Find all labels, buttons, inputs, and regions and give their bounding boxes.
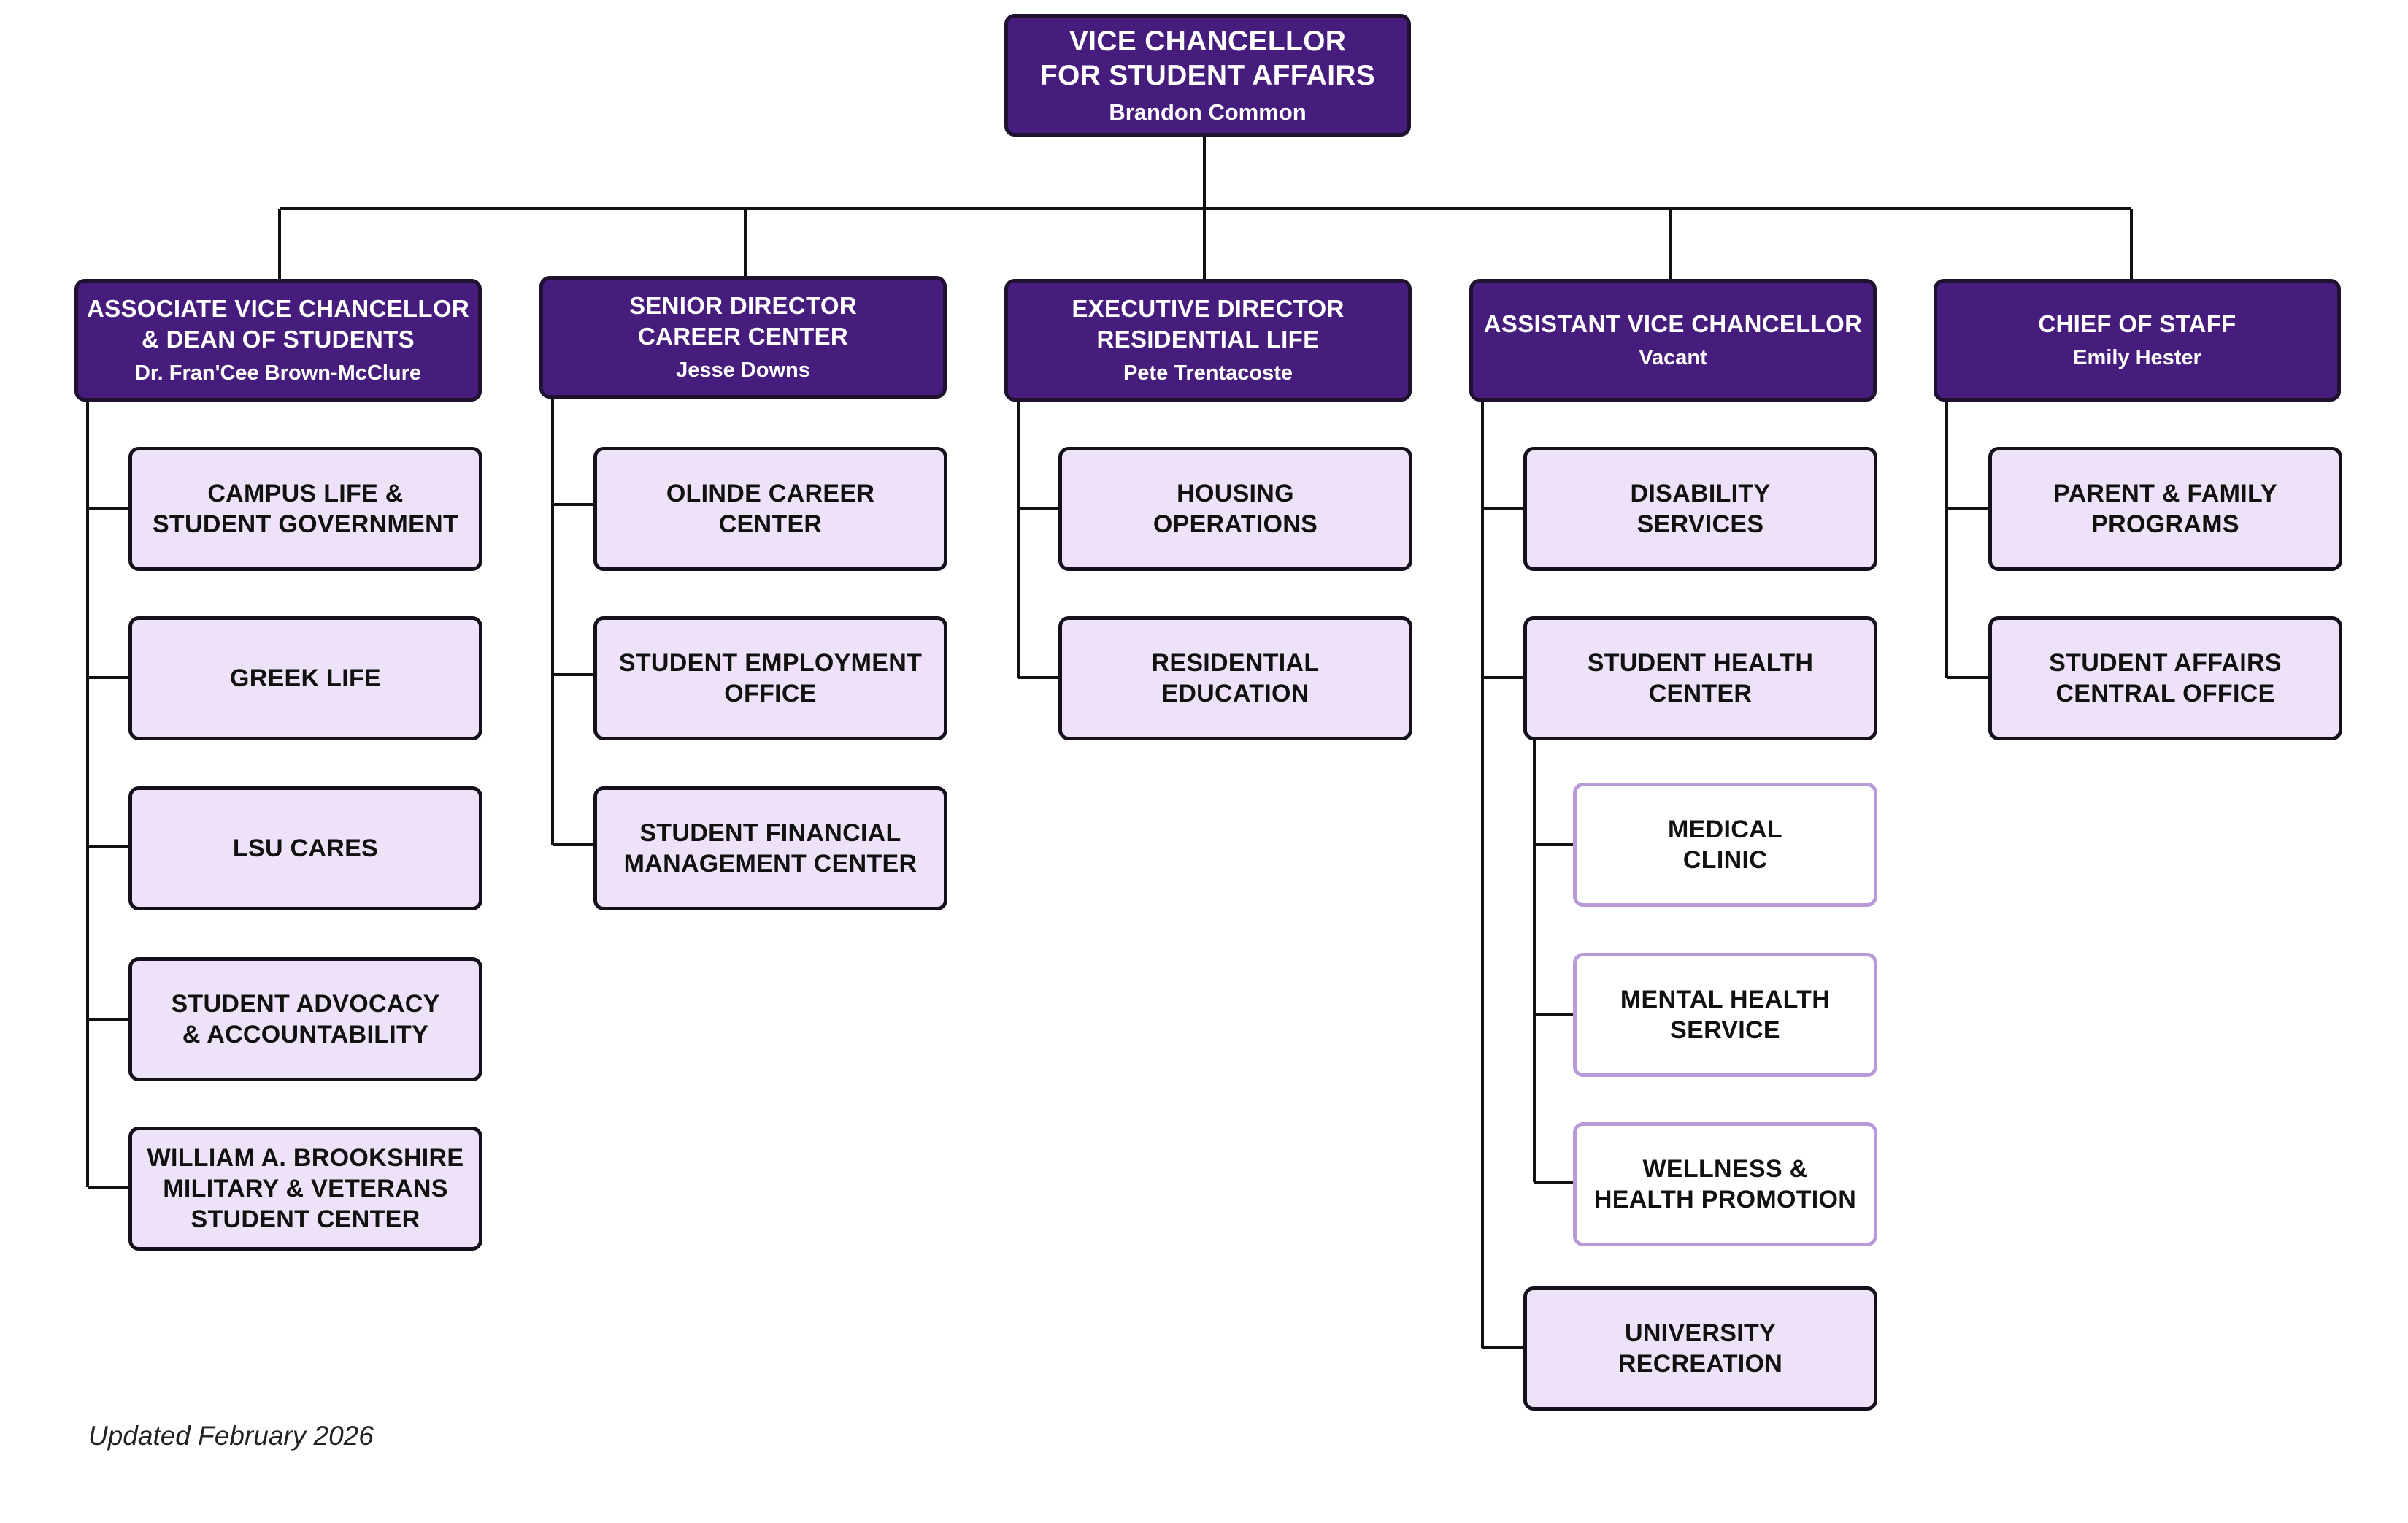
unit-student-health-center: STUDENT HEALTH CENTER xyxy=(1523,616,1877,740)
unit-student-employment: STUDENT EMPLOYMENT OFFICE xyxy=(593,616,947,740)
subunit-wellness: WELLNESS & HEALTH PROMOTION xyxy=(1573,1122,1877,1246)
head-title: CHIEF OF STAFF xyxy=(2038,310,2236,337)
head-chief-of-staff: CHIEF OF STAFF Emily Hester xyxy=(1934,279,2341,402)
unit-disability-services: DISABILITY SERVICES xyxy=(1523,447,1877,571)
unit-label: STUDENT FINANCIAL MANAGEMENT CENTER xyxy=(623,819,918,878)
subunit-label: MEDICAL CLINIC xyxy=(1668,816,1782,874)
unit-label: STUDENT AFFAIRS CENTRAL OFFICE xyxy=(2049,649,2282,707)
unit-lsu-cares: LSU CARES xyxy=(128,786,482,910)
unit-label: GREEK LIFE xyxy=(229,664,382,692)
unit-olinde-career: OLINDE CAREER CENTER xyxy=(593,447,947,571)
unit-housing-operations: HOUSING OPERATIONS xyxy=(1058,447,1412,571)
unit-label: STUDENT HEALTH CENTER xyxy=(1587,649,1814,707)
unit-student-advocacy: STUDENT ADVOCACY & ACCOUNTABILITY xyxy=(128,957,482,1081)
head-career-center: SENIOR DIRECTOR CAREER CENTER Jesse Down… xyxy=(539,276,947,399)
head-title: ASSISTANT VICE CHANCELLOR xyxy=(1483,310,1863,337)
unit-label: OLINDE CAREER CENTER xyxy=(666,480,875,538)
head-name: Dr. Fran'Cee Brown-McClure xyxy=(134,361,422,385)
vice-chancellor-name: Brandon Common xyxy=(1109,99,1307,125)
head-assistant-vice-chancellor: ASSISTANT VICE CHANCELLOR Vacant xyxy=(1469,279,1877,402)
unit-central-office: STUDENT AFFAIRS CENTRAL OFFICE xyxy=(1988,616,2342,740)
unit-label: STUDENT EMPLOYMENT OFFICE xyxy=(618,649,923,707)
head-name: Emily Hester xyxy=(2073,346,2201,369)
head-residential-life: EXECUTIVE DIRECTOR RESIDENTIAL LIFE Pete… xyxy=(1004,279,1412,402)
head-title: ASSOCIATE VICE CHANCELLOR & DEAN OF STUD… xyxy=(87,295,469,353)
vice-chancellor-title: VICE CHANCELLOR FOR STUDENT AFFAIRS xyxy=(1039,26,1376,91)
head-dean-of-students: ASSOCIATE VICE CHANCELLOR & DEAN OF STUD… xyxy=(74,279,482,402)
head-name: Pete Trentacoste xyxy=(1123,361,1293,385)
head-name: Jesse Downs xyxy=(676,358,810,382)
unit-label: LSU CARES xyxy=(232,835,379,862)
unit-label: RESIDENTIAL EDUCATION xyxy=(1151,649,1320,707)
unit-parent-family: PARENT & FAMILY PROGRAMS xyxy=(1988,447,2342,571)
unit-label: WILLIAM A. BROOKSHIRE MILITARY & VETERAN… xyxy=(147,1144,464,1233)
subunit-label: MENTAL HEALTH SERVICE xyxy=(1620,986,1831,1044)
unit-label: STUDENT ADVOCACY & ACCOUNTABILITY xyxy=(171,990,440,1048)
unit-greek-life: GREEK LIFE xyxy=(128,616,482,740)
unit-campus-life: CAMPUS LIFE & STUDENT GOVERNMENT xyxy=(128,447,482,571)
head-name: Vacant xyxy=(1639,346,1707,369)
unit-residential-education: RESIDENTIAL EDUCATION xyxy=(1058,616,1412,740)
unit-label: HOUSING OPERATIONS xyxy=(1153,480,1318,538)
head-title: EXECUTIVE DIRECTOR RESIDENTIAL LIFE xyxy=(1072,295,1345,353)
head-title: SENIOR DIRECTOR CAREER CENTER xyxy=(629,292,857,350)
unit-financial-management: STUDENT FINANCIAL MANAGEMENT CENTER xyxy=(593,786,947,910)
subunit-label: WELLNESS & HEALTH PROMOTION xyxy=(1593,1155,1857,1213)
unit-brookshire-veterans: WILLIAM A. BROOKSHIRE MILITARY & VETERAN… xyxy=(128,1127,482,1251)
unit-label: UNIVERSITY RECREATION xyxy=(1617,1319,1783,1378)
vice-chancellor-box: VICE CHANCELLOR FOR STUDENT AFFAIRS Bran… xyxy=(1004,14,1411,137)
updated-date: Updated February 2026 xyxy=(88,1421,374,1451)
subunit-medical-clinic: MEDICAL CLINIC xyxy=(1573,783,1877,907)
unit-label: PARENT & FAMILY PROGRAMS xyxy=(2053,480,2277,538)
unit-university-recreation: UNIVERSITY RECREATION xyxy=(1523,1286,1877,1411)
unit-label: DISABILITY SERVICES xyxy=(1630,480,1771,538)
subunit-mental-health: MENTAL HEALTH SERVICE xyxy=(1573,953,1877,1077)
unit-label: CAMPUS LIFE & STUDENT GOVERNMENT xyxy=(152,480,459,538)
